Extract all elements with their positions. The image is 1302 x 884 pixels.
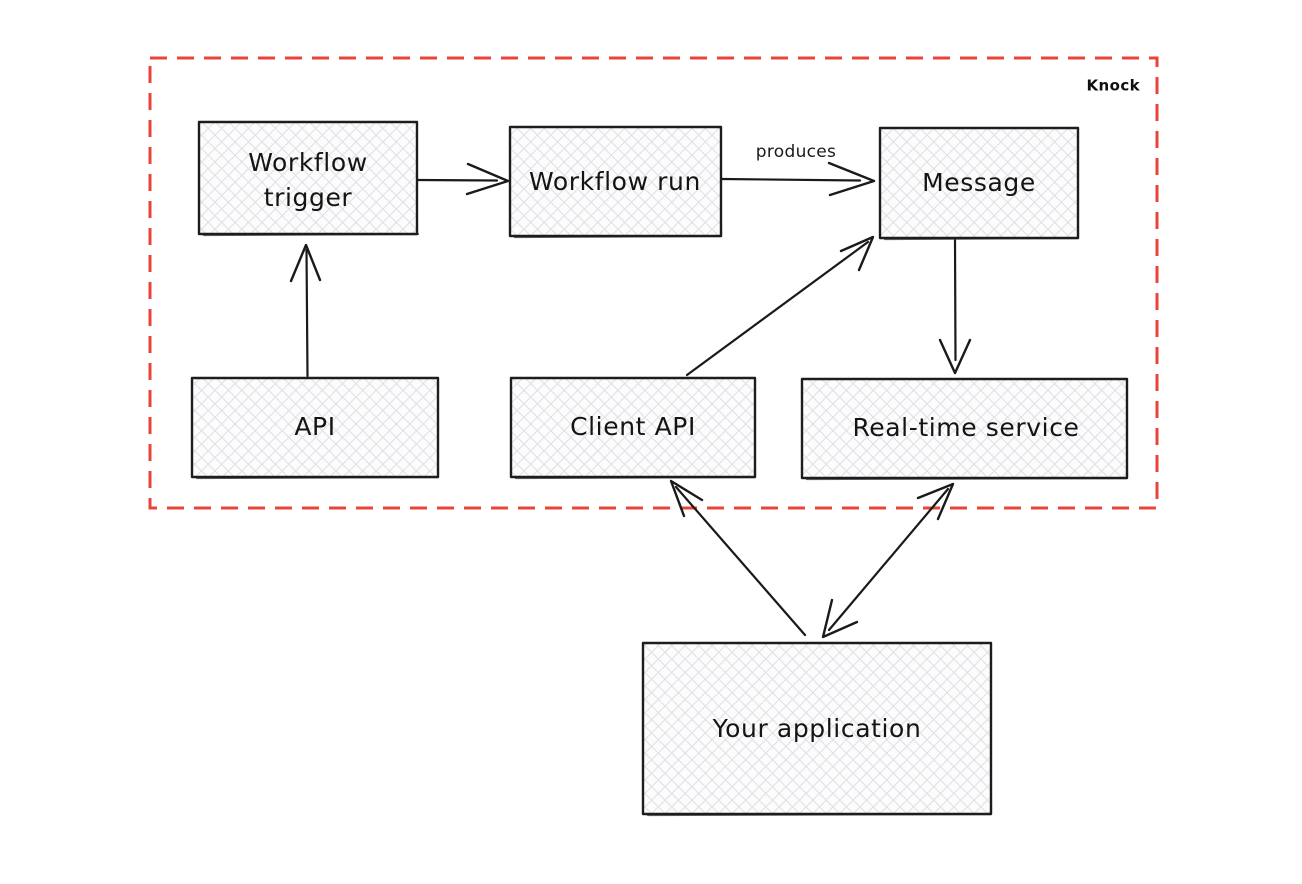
edge-trigger-to-run [416, 162, 510, 196]
node-message[interactable]: Message [878, 126, 1080, 241]
edge-your-application-to-client-api [669, 479, 807, 637]
node-api-label: API [294, 412, 335, 441]
node-message-label: Message [922, 168, 1036, 197]
edge-api-to-trigger [289, 243, 322, 378]
edge-real-time-service-to-your-application [821, 482, 955, 639]
node-workflow-run-label: Workflow run [529, 167, 701, 196]
node-workflow-run-shape [508, 125, 723, 238]
group-label-knock: Knock [1087, 77, 1141, 95]
nodes-layer: Workflow trigger Workflow run Message [190, 120, 1129, 817]
node-real-time-service-shape [800, 377, 1129, 480]
node-real-time-service[interactable]: Real-time service [800, 377, 1129, 481]
node-your-application-shape [641, 641, 993, 816]
node-workflow-trigger-label-line2: trigger [264, 183, 353, 212]
node-workflow-run[interactable]: Workflow run [508, 125, 723, 239]
edge-run-to-message: produces [720, 142, 876, 197]
edge-message-to-real-time-service [938, 238, 972, 375]
edges-layer: produces [289, 142, 972, 639]
node-your-application[interactable]: Your application [641, 641, 993, 817]
node-message-shape [878, 126, 1080, 240]
group-dashed-frame [148, 56, 1159, 510]
node-client-api-label: Client API [570, 412, 696, 441]
node-workflow-trigger-shape [197, 120, 419, 236]
edge-label-produces: produces [756, 142, 836, 162]
node-real-time-service-label: Real-time service [852, 413, 1079, 442]
edge-client-api-to-message [685, 235, 875, 377]
node-workflow-trigger[interactable]: Workflow trigger [197, 120, 420, 237]
node-client-api[interactable]: Client API [509, 376, 757, 480]
node-client-api-shape [509, 376, 757, 479]
knock-group-boundary: Knock [148, 56, 1159, 510]
node-api-shape [190, 376, 440, 479]
node-api[interactable]: API [190, 376, 440, 480]
node-your-application-label: Your application [712, 714, 922, 743]
node-workflow-trigger-label-line1: Workflow [248, 148, 368, 177]
